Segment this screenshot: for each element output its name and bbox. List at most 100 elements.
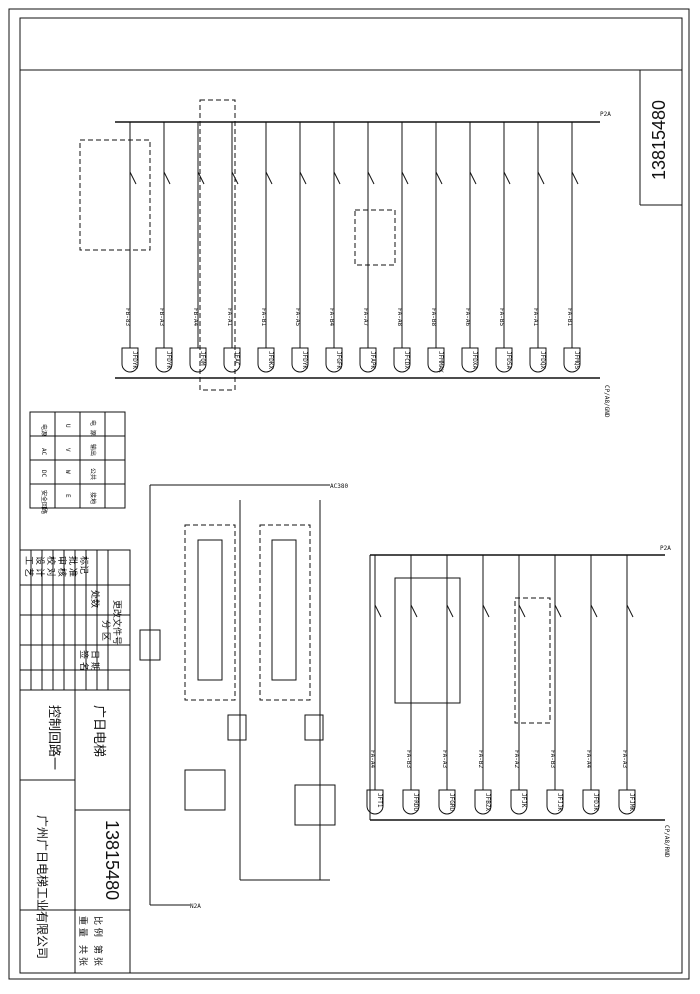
relay-name: JFDXA bbox=[471, 351, 478, 369]
terminal-label: FA-A6 bbox=[464, 308, 471, 326]
vt-header-2: DC bbox=[40, 470, 47, 478]
contact-switch bbox=[129, 171, 137, 185]
tb-sheet-no: 第 张 bbox=[92, 945, 104, 966]
terminal-label: FA-A3 bbox=[441, 750, 448, 768]
vt-row2-0: 电 源 bbox=[89, 420, 97, 436]
terminal-label: FA-B5 bbox=[498, 308, 505, 326]
vt-row2-3: 接地 bbox=[89, 492, 97, 504]
tb-col-zone: 分 区 bbox=[100, 620, 111, 641]
rectifier-block bbox=[394, 577, 461, 704]
coil-mc bbox=[227, 714, 247, 741]
relay-name: JFCDX bbox=[403, 351, 410, 369]
relay-name: JFRDU bbox=[412, 793, 419, 811]
vt-row2-2: 公共 bbox=[89, 468, 97, 480]
top-column-1: JFDYK FB-A3 bbox=[155, 122, 173, 373]
vt-header-0: 电源 bbox=[40, 424, 48, 436]
relay-coil bbox=[495, 347, 513, 373]
terminal-label: FA-A1 bbox=[532, 308, 539, 326]
relay-name: JFDYK bbox=[165, 351, 172, 369]
contact-switch bbox=[374, 604, 382, 618]
contact-switch bbox=[333, 171, 341, 185]
relay-coil bbox=[325, 347, 343, 373]
vt-cell-v: V bbox=[64, 448, 71, 452]
contact-switch bbox=[503, 171, 511, 185]
terminal-label: FA-B1 bbox=[260, 308, 267, 326]
dashed-door-lock-box bbox=[79, 139, 151, 251]
relay-name: JFDSA bbox=[505, 351, 512, 369]
ac380-label: AC380 bbox=[330, 483, 348, 490]
tb-row-craft: 工 艺 bbox=[23, 556, 34, 577]
relay-coil bbox=[257, 347, 275, 373]
contact-switch bbox=[367, 171, 375, 185]
bottom-bus-label: CP/A8/GND bbox=[603, 385, 610, 418]
relay-coil bbox=[529, 347, 547, 373]
relay-name: JFDQX bbox=[539, 351, 546, 369]
jfa8-box-1 bbox=[184, 769, 226, 811]
top-column-11: JFDSA FA-B5 bbox=[495, 122, 513, 373]
relay-name: JFDYK bbox=[131, 351, 138, 369]
vt-cell-w: W bbox=[64, 470, 71, 474]
bottom-right-circuit: P2A CP/A8/RND JFT1FA-A4JFRDUFA-B3JFGRUFA… bbox=[366, 545, 671, 858]
tb-col-count: 处数 bbox=[89, 590, 101, 608]
tb-col-date: 日 期 bbox=[89, 650, 100, 671]
relay-coil bbox=[474, 789, 492, 815]
terminal-label: FA-A8 bbox=[396, 308, 403, 326]
tb-product: 广日电梯 bbox=[91, 705, 106, 757]
terminal-label: FA-A2 bbox=[513, 750, 520, 768]
relay-name: JFJJK bbox=[556, 793, 563, 811]
terminal-label: FA-B4 bbox=[328, 308, 335, 326]
tb-col-change: 更改文件号 bbox=[111, 600, 123, 645]
relay-coil bbox=[563, 347, 581, 373]
contact-switch bbox=[590, 604, 598, 618]
relay-coil bbox=[291, 347, 309, 373]
terminal-label: FB-A3 bbox=[158, 308, 165, 326]
voltage-table: 电源 AC DC 安全回路 U V W E 电 源 输出 公共 接地 bbox=[29, 411, 126, 514]
relay-coil bbox=[393, 347, 411, 373]
relay-name: JFMMAX bbox=[437, 351, 444, 373]
relay-name: JFDJK bbox=[592, 793, 599, 811]
inner-frame bbox=[19, 17, 683, 974]
contact-switch bbox=[163, 171, 171, 185]
top-column-10: JFDXA FA-A6 bbox=[461, 122, 479, 373]
dashed-switch-box bbox=[354, 209, 396, 266]
relay-name: JFMQS bbox=[573, 351, 580, 369]
relay-coil bbox=[618, 789, 636, 815]
relay-coil bbox=[155, 347, 173, 373]
relay-coil bbox=[438, 789, 456, 815]
contact-switch bbox=[482, 604, 490, 618]
relay-name: JFT1 bbox=[376, 793, 383, 808]
br-bus-bottom-label: CP/A8/RND bbox=[663, 825, 670, 858]
contact-switch bbox=[299, 171, 307, 185]
relay-name: JFDKX bbox=[267, 351, 274, 369]
tb-total-sheets: 共 张 bbox=[77, 945, 88, 966]
relay-name: JFDYK bbox=[301, 351, 308, 369]
terminal-label: FA-B8 bbox=[430, 308, 437, 326]
title-block: 工 艺 设 计 校 对 审 核 批 准 标记 处数 分 区 更改文件号 签 名 … bbox=[19, 549, 131, 974]
top-bus-label: P2A bbox=[600, 111, 611, 118]
terminal-label: FA-A4 bbox=[585, 750, 592, 768]
tb-row-approve: 批 准 bbox=[67, 556, 79, 577]
dashed-safety-box bbox=[199, 99, 236, 391]
relay-name: JFAC bbox=[233, 351, 240, 366]
drawing-number-bottom: 13815480 bbox=[102, 820, 122, 900]
relay-name: JFQM bbox=[199, 351, 206, 366]
contact-switch bbox=[410, 604, 418, 618]
jfa8-box-2 bbox=[294, 784, 336, 826]
relay-name: JFJK bbox=[520, 793, 527, 808]
relay-coil bbox=[223, 347, 241, 373]
terminal-label: FA-A7 bbox=[362, 308, 369, 326]
